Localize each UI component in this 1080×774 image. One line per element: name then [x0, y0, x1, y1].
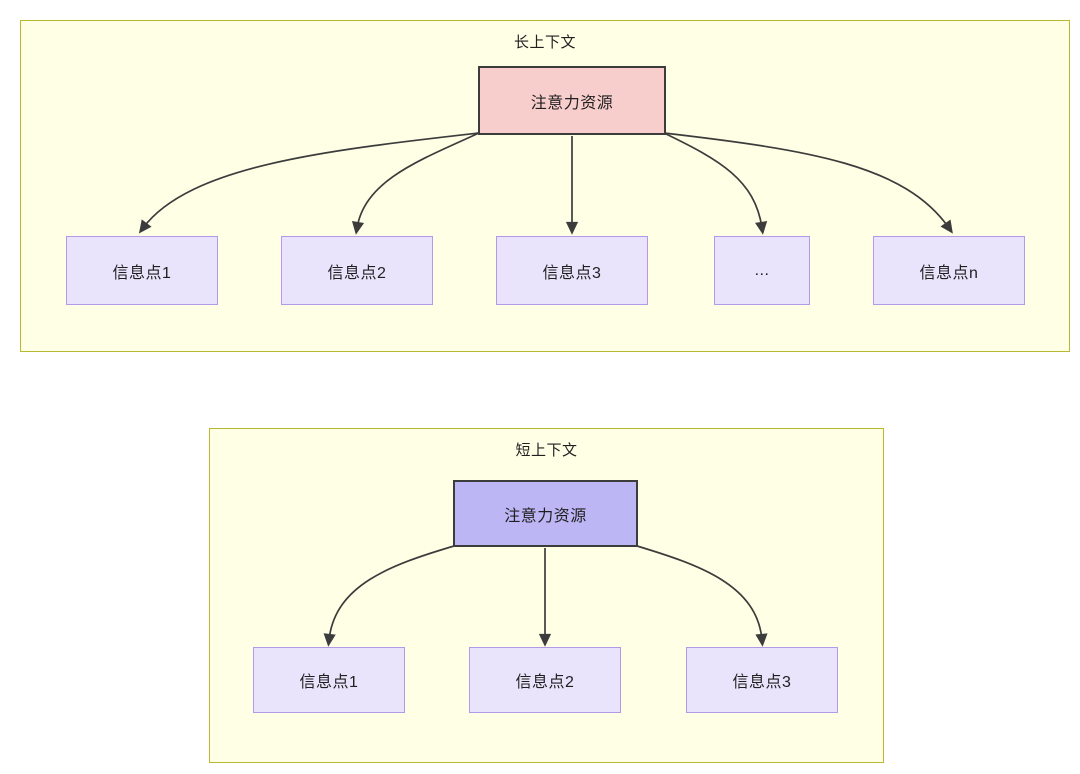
node-label: 信息点1	[299, 674, 359, 691]
node-label: 信息点2	[515, 674, 575, 691]
node-long-info-1[interactable]: 信息点1	[66, 236, 218, 305]
node-label: 信息点n	[919, 264, 979, 282]
node-long-attention-resource[interactable]: 注意力资源	[478, 66, 666, 135]
edge-long-4	[663, 132, 768, 235]
node-label: ...	[754, 261, 770, 279]
edge-short-3	[636, 545, 768, 647]
node-long-info-3[interactable]: 信息点3	[496, 236, 648, 305]
panel-short-context-title: 短上下文	[515, 442, 578, 459]
node-short-info-1[interactable]: 信息点1	[253, 647, 405, 713]
node-short-info-3[interactable]: 信息点3	[686, 647, 838, 713]
node-long-info-n[interactable]: 信息点n	[873, 236, 1025, 305]
node-label: 信息点3	[732, 674, 792, 691]
node-long-info-ellipsis[interactable]: ...	[714, 236, 810, 305]
node-label: 注意力资源	[530, 94, 614, 112]
node-label: 信息点3	[542, 264, 602, 282]
node-label: 注意力资源	[504, 507, 587, 525]
edge-long-1	[138, 132, 480, 234]
edge-short-1	[323, 545, 455, 647]
node-short-info-2[interactable]: 信息点2	[469, 647, 621, 713]
node-short-attention-resource[interactable]: 注意力资源	[453, 480, 638, 547]
node-label: 信息点2	[327, 264, 387, 282]
panel-long-context-title: 长上下文	[513, 34, 576, 51]
node-long-info-2[interactable]: 信息点2	[281, 236, 433, 305]
edge-long-2	[351, 132, 480, 235]
node-label: 信息点1	[112, 264, 172, 282]
edge-long-5	[663, 132, 953, 234]
